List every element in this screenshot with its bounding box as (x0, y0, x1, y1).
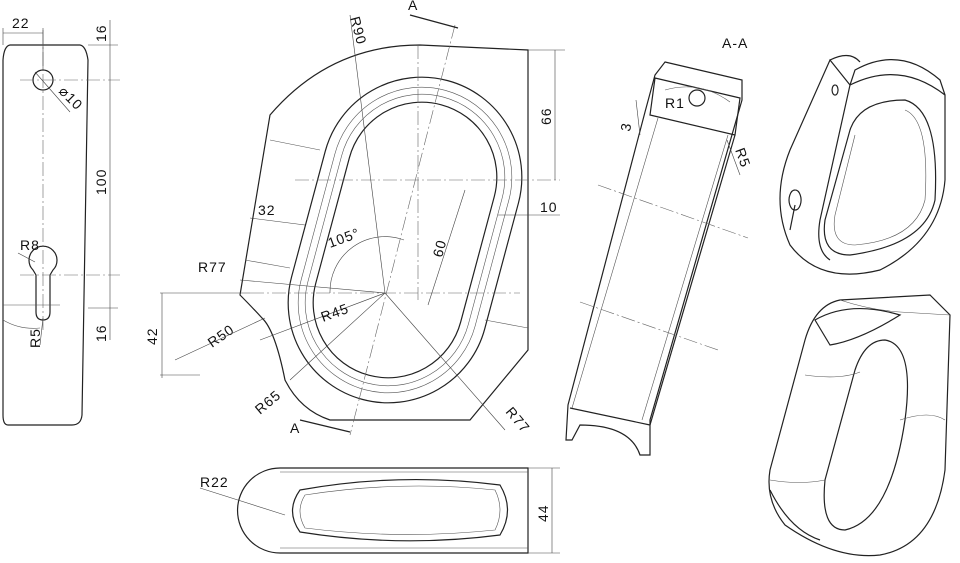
dim-100-label: 100 (93, 169, 109, 195)
r22-label: R22 (200, 474, 229, 490)
hole-diameter-label: ⌀10 (56, 83, 86, 113)
r45-label: R45 (319, 300, 351, 325)
dim-10-label: 10 (540, 199, 558, 215)
isometric-view-bottom (768, 294, 951, 557)
r1-label: R1 (665, 95, 685, 111)
dim-44-label: 44 (535, 504, 551, 522)
front-view: 22 16 100 16 ⌀10 R8 R5 (2, 15, 120, 426)
keyhole-r5-label: R5 (27, 328, 43, 348)
section-view: A-A 3 R1 R5 (565, 35, 754, 456)
isometric-view-top (779, 54, 946, 275)
bottom-view: 44 R22 (199, 467, 560, 554)
dim-32-label: 32 (258, 202, 276, 218)
r65-label: R65 (252, 387, 284, 418)
r77-left-label: R77 (198, 259, 227, 275)
r90-label: R90 (347, 15, 370, 47)
dim-42-label: 42 (144, 327, 160, 345)
keyhole-r8-label: R8 (20, 237, 40, 253)
r77-right-label: R77 (503, 404, 534, 436)
r5-label: R5 (732, 146, 754, 170)
section-mark-top: A (408, 0, 418, 13)
dim-60-label: 60 (429, 238, 449, 259)
section-title: A-A (722, 35, 748, 51)
main-view: 66 10 32 105° 60 R77 R45 R50 42 R65 R77 … (144, 0, 565, 436)
dim-16-bottom-label: 16 (93, 324, 109, 342)
r50-label: R50 (205, 321, 238, 351)
dim-16-top-label: 16 (93, 24, 109, 42)
section-mark-bottom: A (290, 420, 300, 436)
dim-22-label: 22 (12, 15, 30, 31)
dim-3-label: 3 (617, 121, 634, 132)
dim-66-label: 66 (538, 107, 554, 125)
